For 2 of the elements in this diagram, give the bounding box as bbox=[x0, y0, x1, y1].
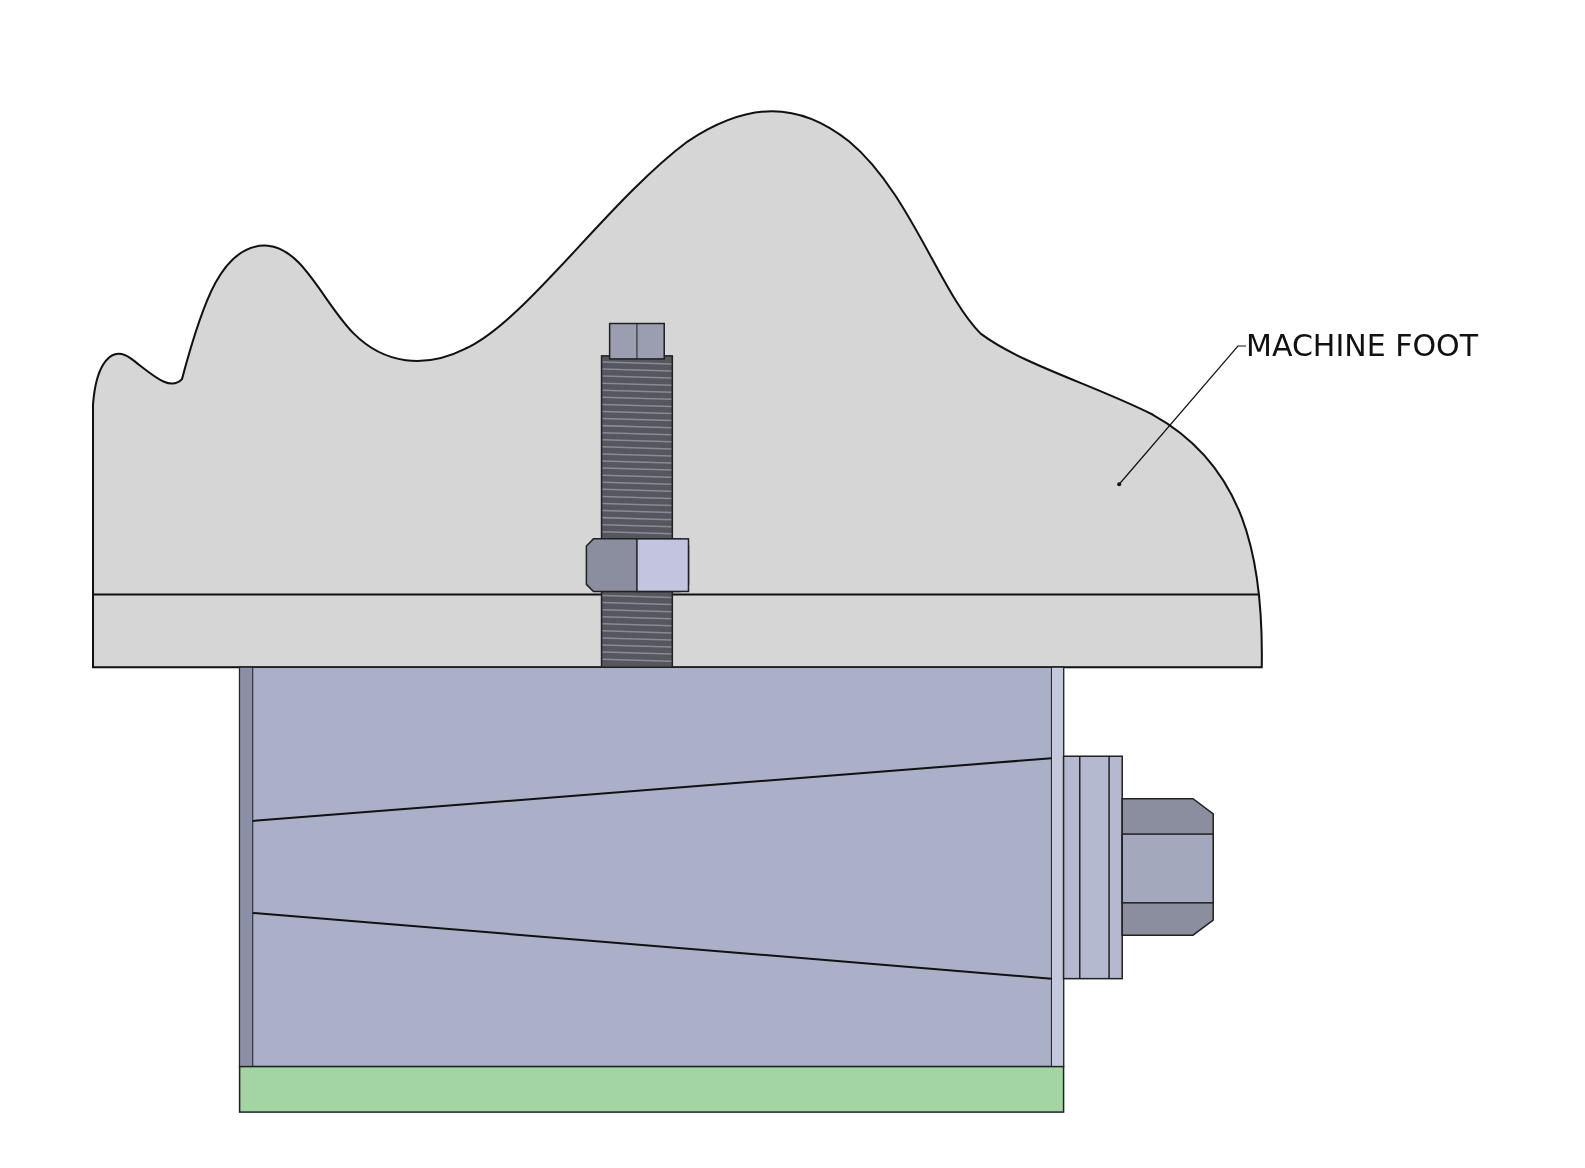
leader-line bbox=[1117, 345, 1247, 487]
part-label: MACHINE FOOT bbox=[1246, 331, 1478, 361]
